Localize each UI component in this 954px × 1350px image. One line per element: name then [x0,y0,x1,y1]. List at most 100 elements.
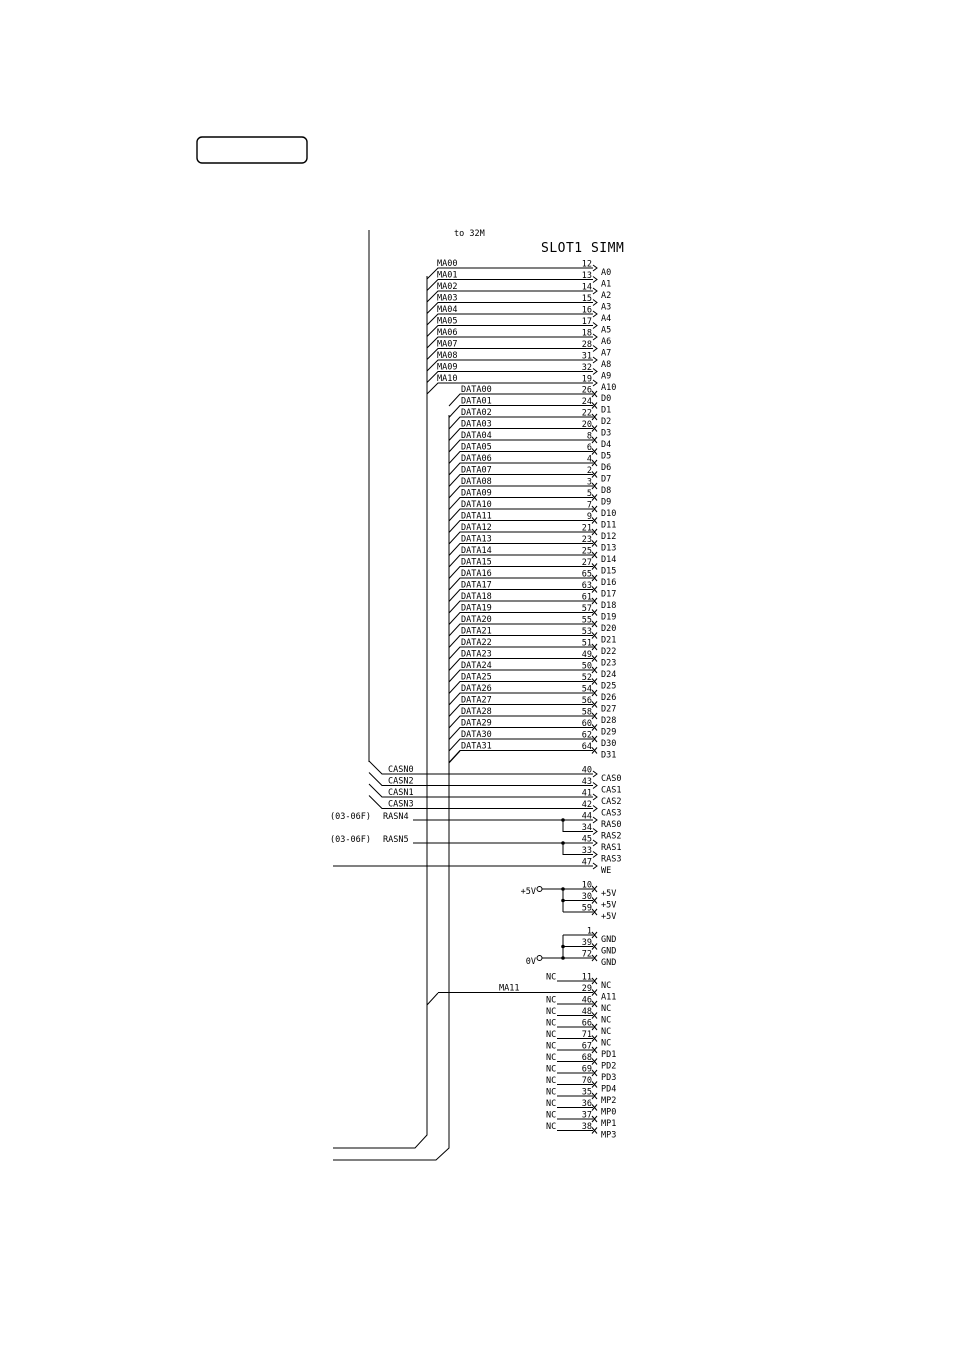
pin-signal-label: CAS2 [601,797,621,807]
pin-number: 56 [582,696,592,706]
address-line [426,359,593,372]
pin-signal-label: D12 [601,532,616,542]
no-connect-x-icon [591,1046,598,1054]
pin-signal-label: D10 [601,509,616,519]
data-net-label: DATA01 [461,397,492,407]
pin-number: 31 [582,352,592,362]
pin-signal-label: RAS2 [601,832,621,842]
pin-signal-label: D1 [601,406,611,416]
pin-number: 3 [587,478,592,488]
pin-signal-label: RAS0 [601,820,621,830]
nc-label: NC [546,1076,556,1086]
pin-signal-label: A7 [601,349,611,359]
pin-number: 65 [582,570,592,580]
address-net-label: MA04 [437,305,457,315]
pin-number: 33 [582,846,592,856]
ground-terminal-icon [536,955,543,961]
pin-signal-label: D30 [601,739,616,749]
pin-number: 32 [582,363,592,373]
pin-signal-label: PD3 [601,1073,616,1083]
pin-number: 63 [582,581,592,591]
pin-number: 18 [582,329,592,339]
no-connect-x-icon [591,1035,598,1042]
data-net-label: DATA20 [461,615,492,625]
data-net-label: DATA31 [461,742,492,752]
pin-number: 53 [582,627,592,637]
ras-ref-label: (03-06F) [330,812,371,822]
pin-signal-label: A6 [601,337,611,347]
address-line [426,348,593,360]
address-line [426,336,593,349]
no-connect-x-icon [591,551,598,559]
pin-signal-label: A8 [601,360,611,370]
address-net-label: MA08 [437,351,457,361]
pin-signal-label: D22 [601,647,616,657]
no-connect-x-icon [591,390,598,398]
no-connect-x-icon [591,1000,598,1008]
pin-signal-label: D27 [601,705,616,715]
nc-label: NC [546,1053,556,1063]
pin-arrow-icon [592,816,598,824]
pin-signal-label: RAS3 [601,855,621,865]
pin-signal-label: D9 [601,498,611,508]
nc-label: NC [546,1111,556,1121]
pin-number: 15 [582,294,592,304]
cas-line [368,795,593,809]
pin-arrow-icon [592,862,598,870]
pin-number: 24 [582,397,592,407]
data-line [448,405,593,418]
pin-arrow-icon [592,345,598,352]
junction-dot [561,818,565,822]
pin-number: 7 [587,501,592,511]
no-connect-x-icon [591,540,598,547]
pin-signal-label: MP0 [601,1108,616,1118]
address-net-label: MA00 [437,259,457,269]
no-connect-x-icon [591,735,598,743]
data-net-label: DATA03 [461,420,492,430]
cas-net-label: CASN1 [388,788,414,798]
pin-number: 52 [582,673,592,683]
data-line [448,612,593,625]
pin-number: 22 [582,409,592,419]
data-net-label: DATA21 [461,627,492,637]
pin-number: 49 [582,650,592,660]
data-line [448,474,593,487]
pin-number: 23 [582,535,592,545]
address-line [426,302,593,314]
pin-arrow-icon [592,782,598,789]
pin-arrow-icon [592,287,598,295]
pin-arrow-icon [592,828,598,835]
nc-label: NC [546,1007,556,1017]
pin-number: 17 [582,317,592,327]
connector-title: SLOT1 SIMM [541,241,624,256]
pin-number: 55 [582,616,592,626]
pin-number: 57 [582,604,592,614]
note-to-32m: to 32M [454,229,485,239]
pin-number: 51 [582,639,592,649]
pin-number: 50 [582,662,592,672]
pin-arrow-icon [592,805,598,812]
no-connect-x-icon [591,931,598,939]
data-line [448,485,593,499]
pin-number: 71 [582,1030,592,1040]
no-connect-x-icon [591,574,598,582]
no-connect-x-icon [591,943,598,950]
data-line [448,462,593,476]
no-connect-x-icon [591,1058,598,1065]
no-connect-x-icon [591,908,598,916]
pin-number: 58 [582,708,592,718]
pin-number: 41 [582,789,592,799]
data-line [448,750,593,763]
pin-signal-label: NC [601,981,611,991]
data-line [448,520,593,533]
ras-ref-label: (03-06F) [330,835,371,845]
pin-number: 44 [582,812,592,822]
pin-signal-label: NC [601,1016,611,1026]
pin-number: 54 [582,685,592,695]
ras-split-line [562,843,593,855]
data-net-label: DATA29 [461,719,492,729]
data-bus-end [448,750,461,764]
pin-number: 14 [582,283,592,293]
address-line [426,290,593,303]
pin-signal-label: MP2 [601,1096,616,1106]
